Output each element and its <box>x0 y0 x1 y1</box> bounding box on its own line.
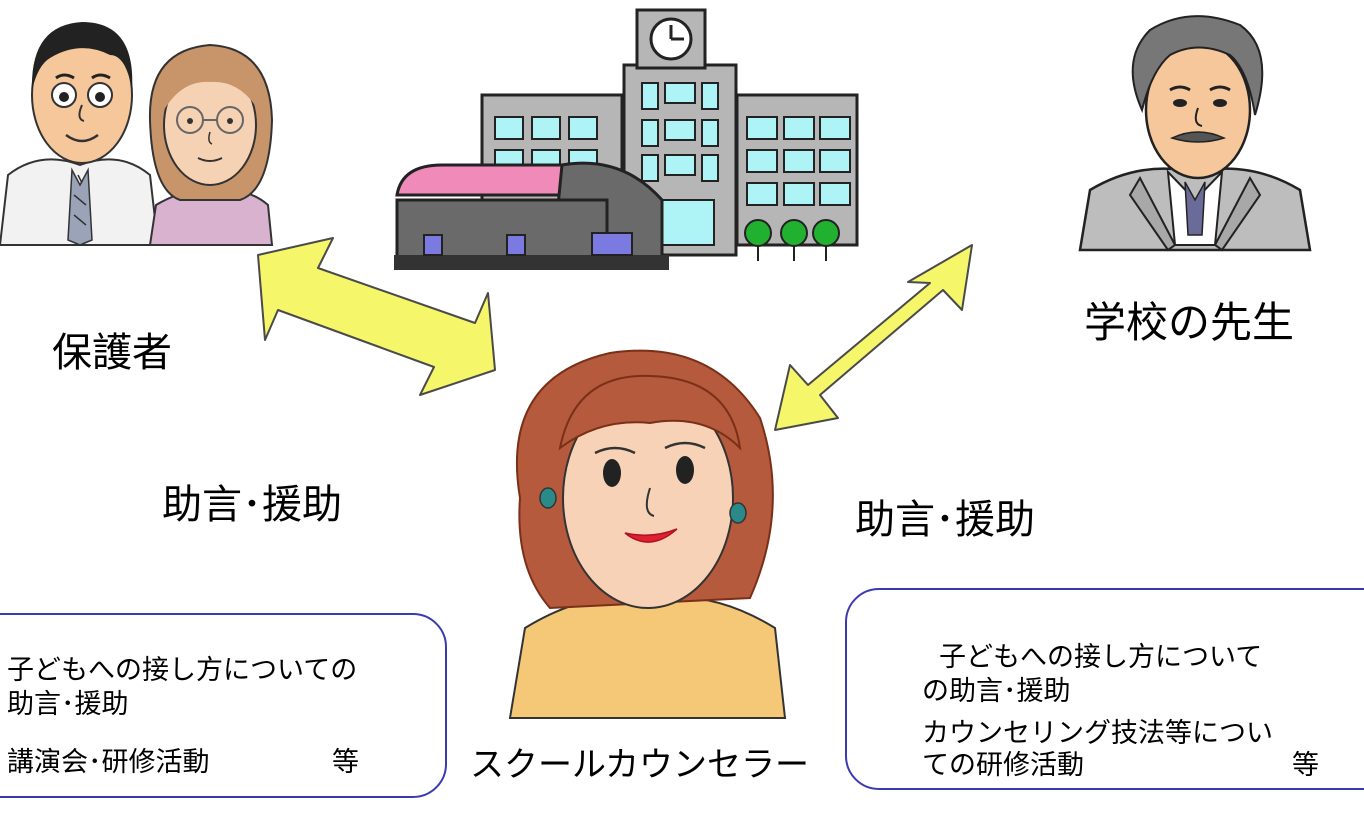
counselor-label: スクールカウンセラー <box>470 745 809 785</box>
parents-box-line-1: 子どもへの接し方についての <box>7 655 358 686</box>
advice-left-label: 助言･援助 <box>162 482 342 528</box>
school-building-illustration-icon <box>394 8 859 270</box>
teacher-label: 学校の先生 <box>1084 298 1295 347</box>
teacher-box-line-4-suffix: 等 <box>1292 750 1319 781</box>
teacher-box-line-2: の助言･援助 <box>922 676 1071 707</box>
teacher-box-line-4: ての研修活動 <box>922 750 1084 781</box>
parents-box-line-3-suffix: 等 <box>332 747 359 778</box>
parents-support-box: 子どもへの接し方についての 助言･援助 講演会･研修活動 等 <box>0 613 447 798</box>
teacher-illustration-icon <box>1078 15 1312 252</box>
counselor-illustration-icon <box>508 349 787 719</box>
parents-illustration-icon <box>0 22 274 246</box>
teacher-support-box: 子どもへの接し方について の助言･援助 カウンセリング技法等につい ての研修活動… <box>845 588 1364 790</box>
teacher-box-line-3: カウンセリング技法等につい <box>922 718 1273 749</box>
advice-right-label: 助言･援助 <box>855 497 1035 543</box>
teacher-box-line-1: 子どもへの接し方について <box>939 642 1263 673</box>
parents-box-line-3: 講演会･研修活動 <box>7 747 210 778</box>
parents-box-line-2: 助言･援助 <box>7 689 129 720</box>
parents-label: 保護者 <box>52 330 172 376</box>
